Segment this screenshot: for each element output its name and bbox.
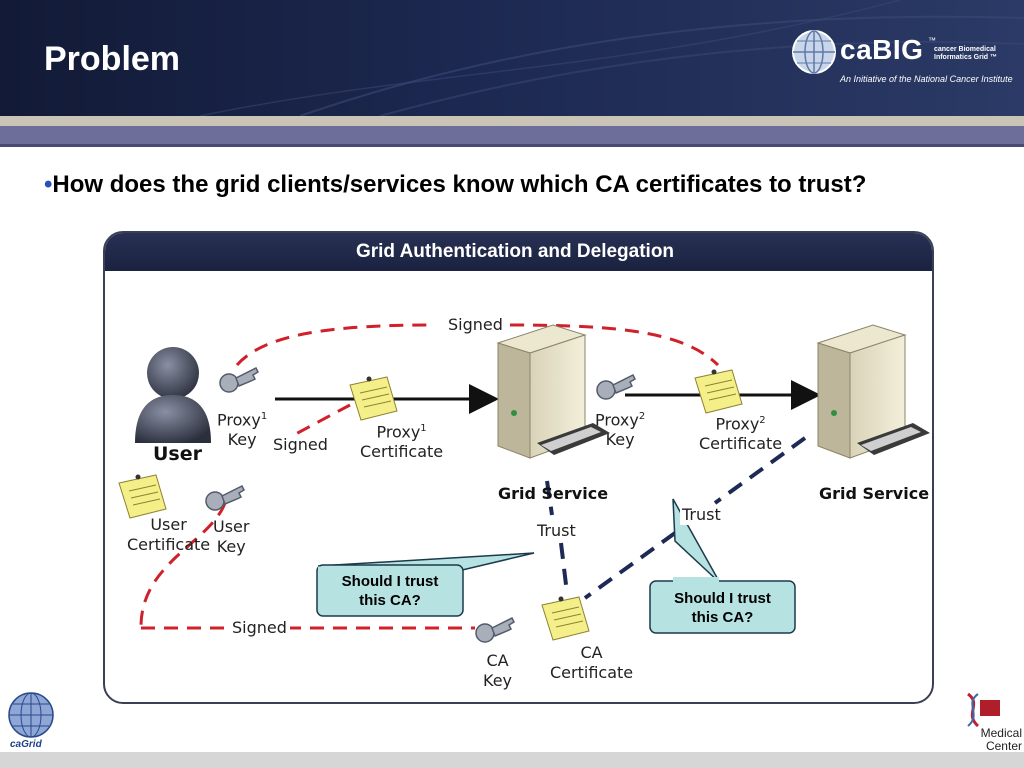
server-icon-2 (816, 324, 930, 459)
cagrid-logo (6, 690, 56, 750)
proxy1-key-icon (219, 366, 259, 393)
diagram-title: Grid Authentication and Delegation (355, 241, 675, 262)
user-label: User (153, 443, 202, 465)
trust-label-2: Trust (680, 505, 723, 525)
signed-label-bottom: Signed (229, 618, 290, 638)
bullet-point: •How does the grid clients/services know… (44, 170, 924, 199)
logo-wordmark: caBIG (840, 34, 924, 65)
grid-service-2-label: Grid Service (819, 484, 930, 503)
cagrid-globe-icon (8, 692, 54, 738)
logo-tm: ™ (928, 36, 936, 45)
bullet-text: How does the grid clients/services know … (52, 171, 867, 198)
proxy2-key-icon (596, 373, 636, 400)
callout-bubble-1 (316, 552, 535, 617)
slide-footer (0, 752, 1024, 768)
globe-icon (792, 30, 836, 74)
logo-subtitle: cancer Biomedical Informatics Grid ™ (934, 46, 998, 61)
dna-icon (966, 692, 1000, 728)
slide-header (0, 0, 1024, 116)
signed-label-top: Signed (445, 315, 506, 335)
header-band-shadow (0, 144, 1024, 147)
medical-center-text: Medical Center (980, 726, 1022, 753)
signed-label-mid: Signed (271, 435, 330, 455)
cabig-logo: caBIG ™ cancer Biomedical Informatics Gr… (790, 28, 1013, 90)
trust-label-1: Trust (535, 521, 578, 541)
diagram-graphics (118, 323, 930, 643)
server-icon-1 (496, 324, 610, 459)
ca-key-icon (475, 616, 515, 643)
header-stripe (0, 116, 1024, 126)
user-key-icon (205, 484, 245, 511)
diagram-panel: Grid Authentication and Delegation (103, 231, 934, 704)
bullet-dot-icon: • (44, 171, 53, 198)
proxy1-certificate-icon (349, 376, 398, 421)
ca-certificate-icon (541, 596, 590, 641)
user-icon (135, 347, 211, 443)
trust-lines (545, 436, 807, 600)
diagram-title-bar (105, 233, 932, 271)
slide-title: Problem (44, 40, 181, 78)
proxy2-certificate-icon (694, 369, 743, 414)
header-swoosh-decoration (199, 0, 1024, 116)
grid-service-1-label: Grid Service (498, 484, 609, 503)
logo-tagline: An Initiative of the National Cancer Ins… (840, 74, 1013, 84)
cagrid-logo-text: caGrid (10, 739, 42, 750)
header-band (0, 126, 1024, 146)
user-certificate-icon (118, 474, 167, 519)
medical-center-logo (962, 690, 1022, 752)
